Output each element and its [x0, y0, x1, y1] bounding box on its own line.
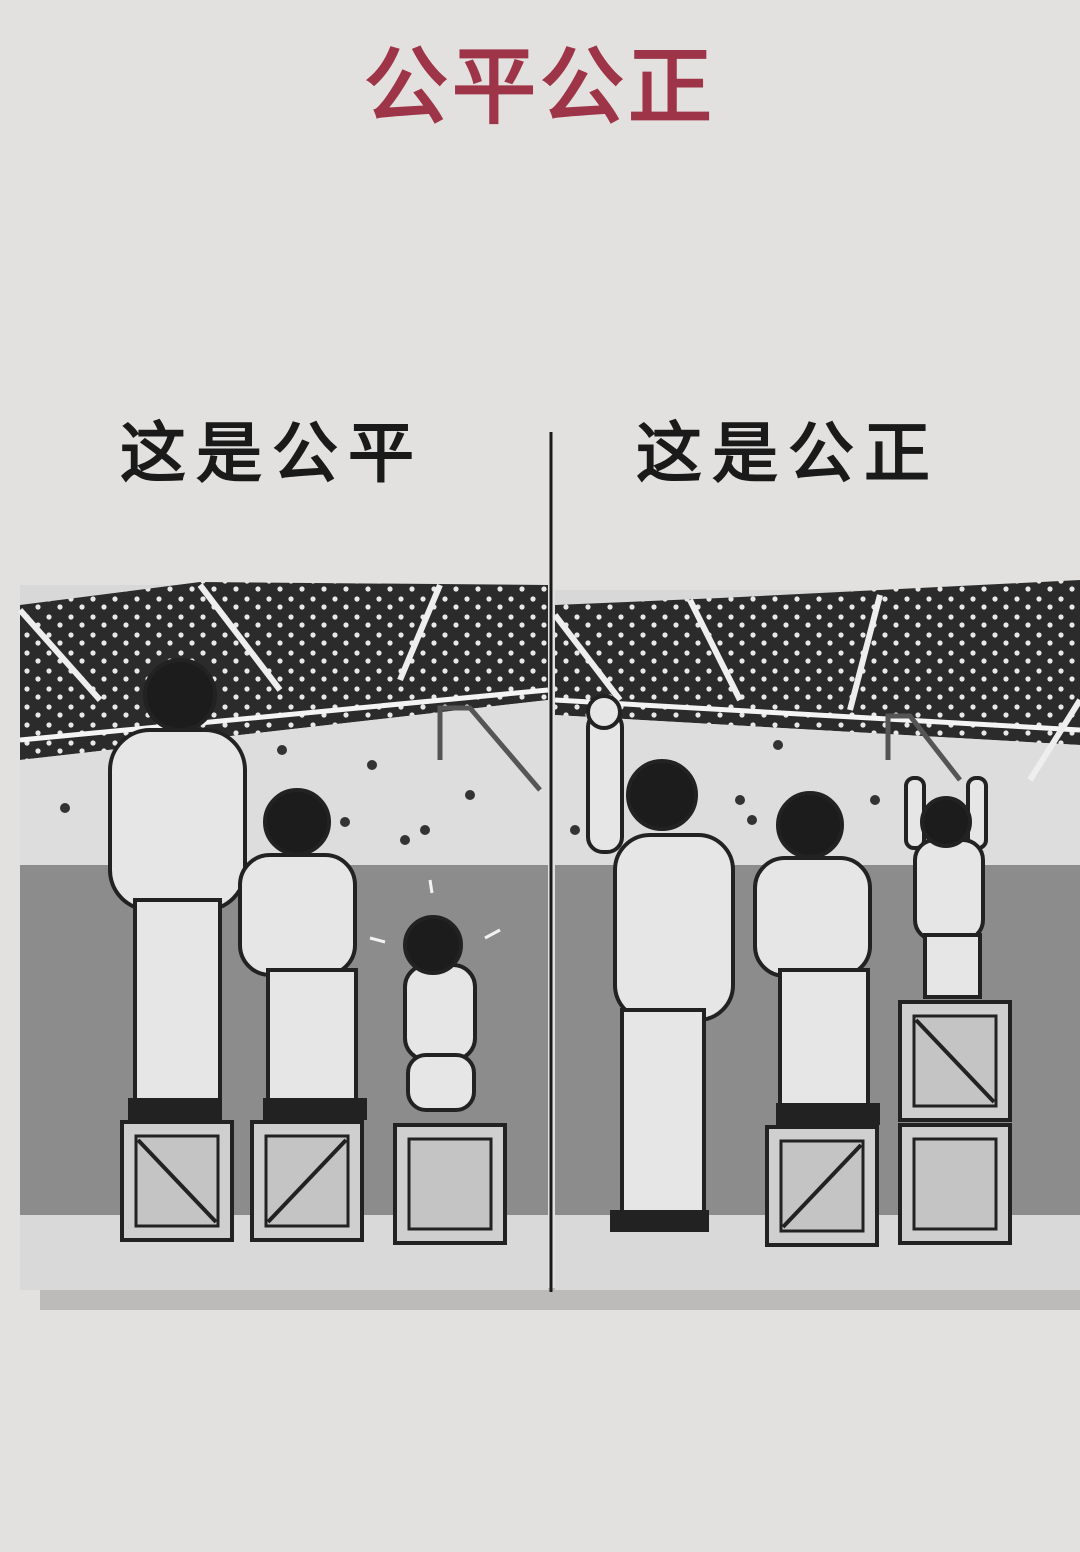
panel-shadow: [40, 1288, 1080, 1310]
panel-equality: [17, 582, 549, 1290]
crate: [393, 1123, 507, 1245]
medium-spectator: [238, 788, 367, 1120]
tall-spectator: [586, 694, 735, 1232]
goal: [885, 713, 962, 782]
crate: [898, 1123, 1012, 1245]
goal: [437, 705, 542, 792]
caption-equity: 这是公正: [636, 415, 940, 492]
crowd-stands: [555, 580, 1080, 745]
page-title: 公平公正: [363, 38, 716, 136]
small-spectator: [403, 915, 477, 1112]
small-spectator: [904, 776, 988, 999]
caption-equality: 这是公平: [120, 415, 424, 492]
panel-equity: [552, 580, 1080, 1290]
tall-spectator: [108, 658, 247, 1120]
medium-spectator: [753, 791, 880, 1125]
